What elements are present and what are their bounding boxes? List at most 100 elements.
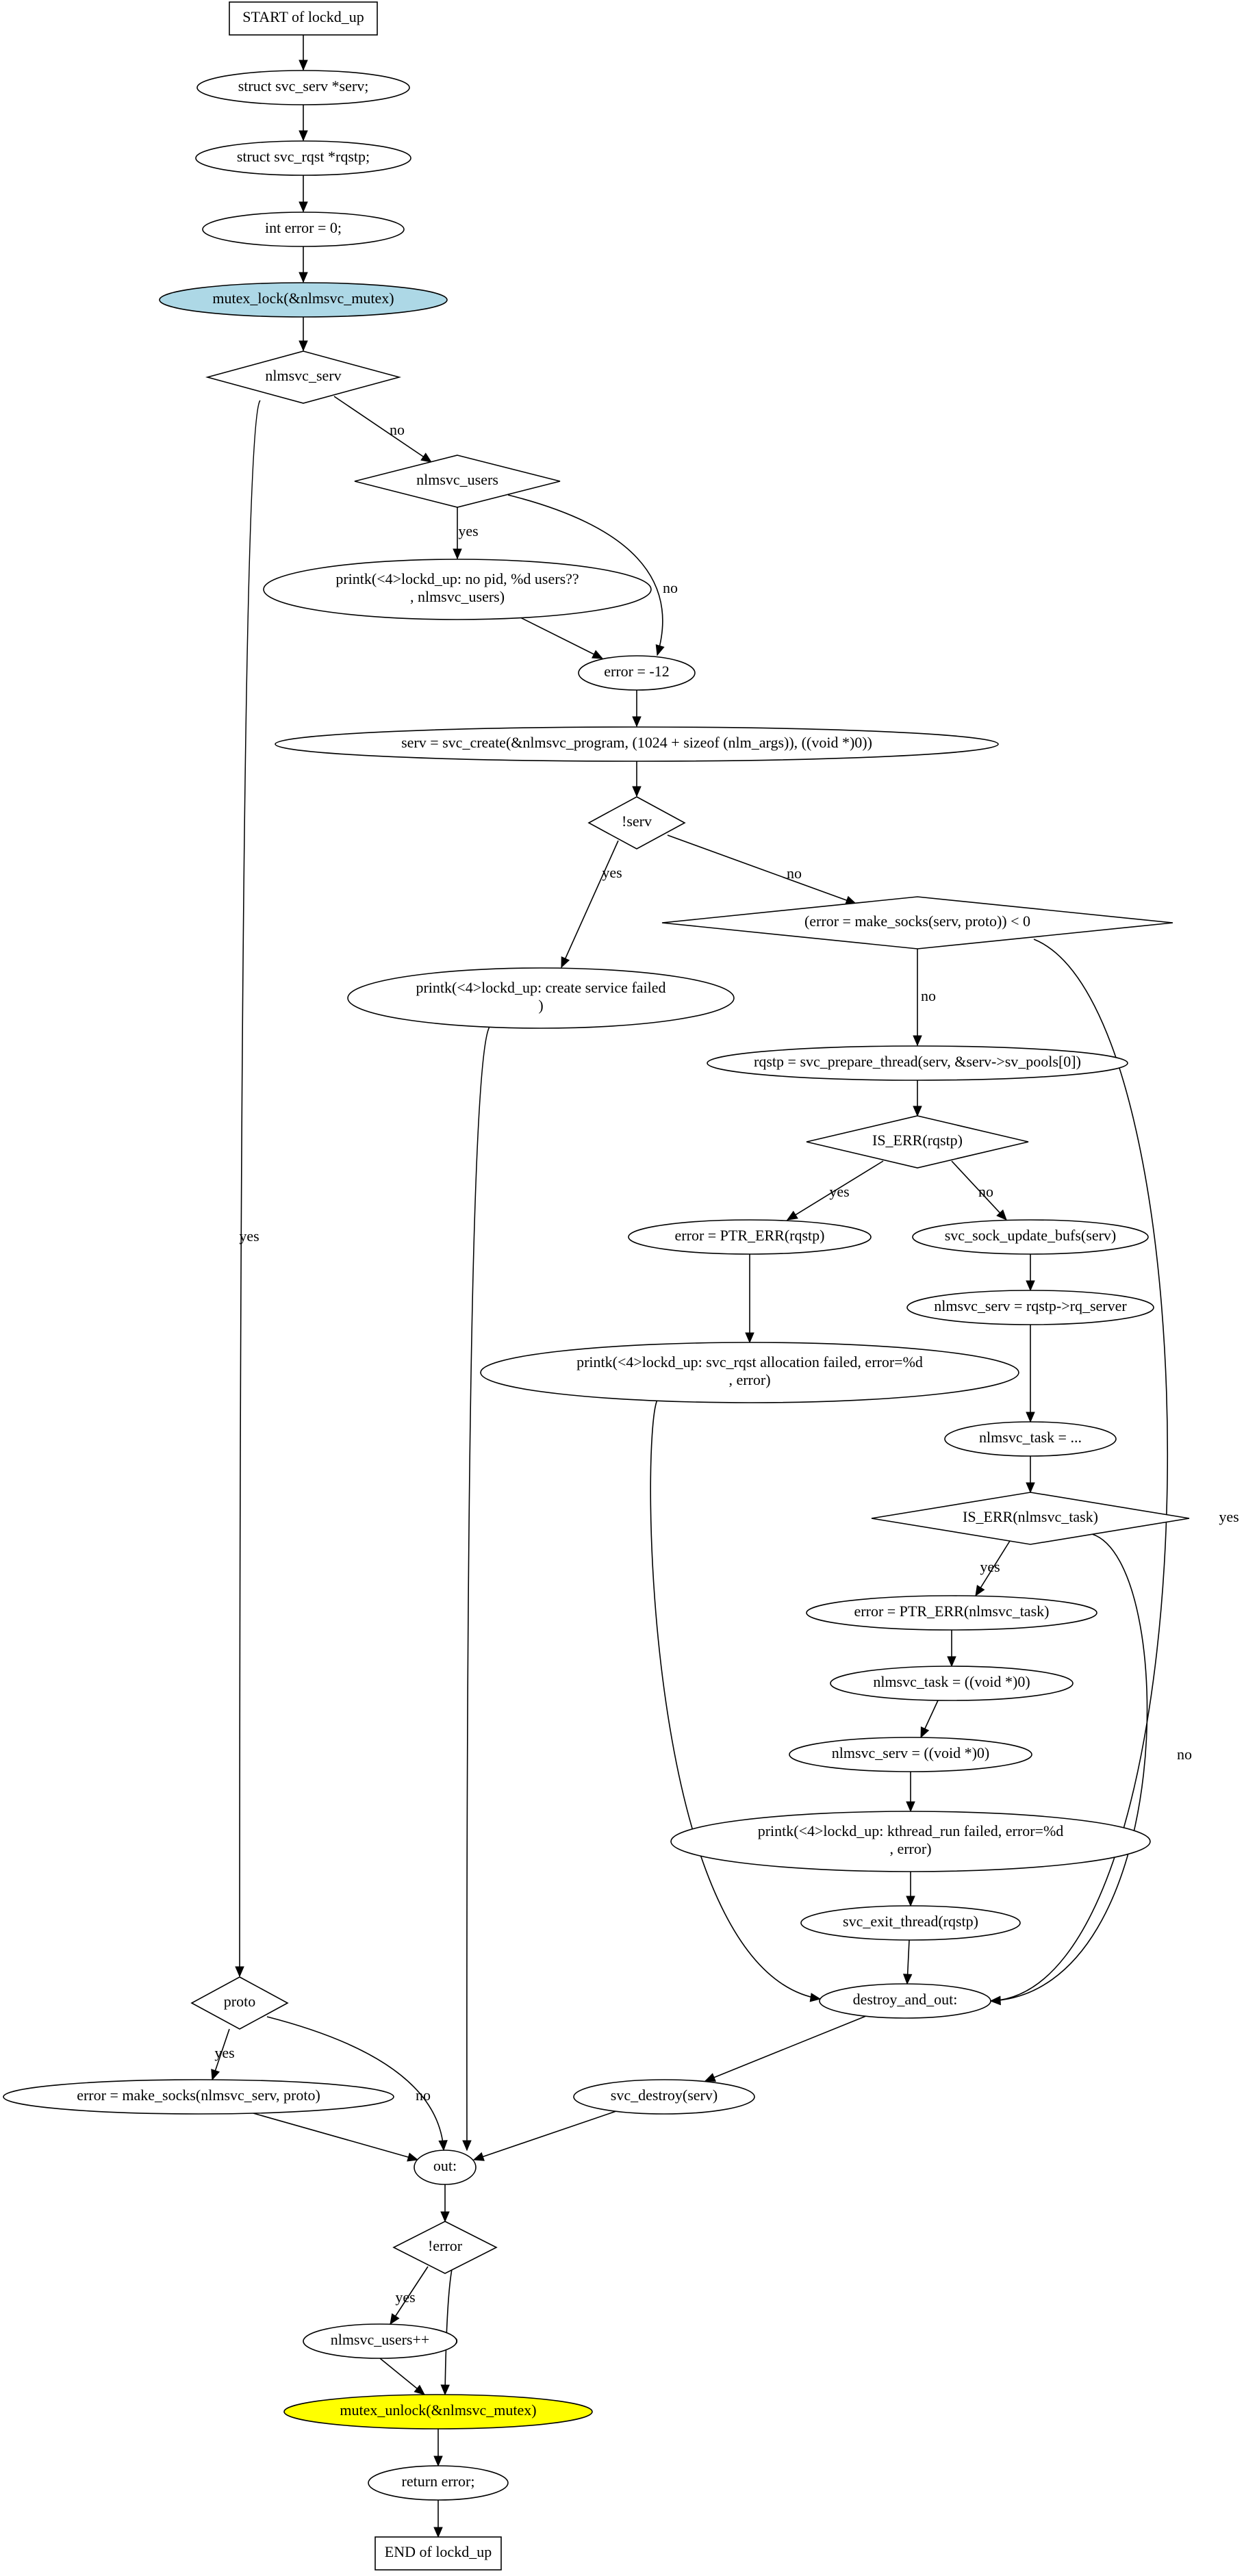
arrowhead — [920, 1726, 930, 1739]
node-task-null: nlmsvc_task = ((void *)0) — [830, 1666, 1074, 1701]
edge-label-no: no — [416, 2087, 431, 2104]
arrowhead — [433, 2527, 443, 2538]
edge-printk_kthread-to-svc_exit_thread — [906, 1872, 915, 1907]
arrowhead — [299, 130, 308, 142]
process-ellipse — [275, 726, 999, 762]
edge-nlmsvc_users_q-to-error_m12: no — [507, 494, 678, 656]
edge-label-no: no — [663, 579, 678, 596]
node-mutex-unlock: mutex_unlock(&nlmsvc_mutex) — [283, 2394, 593, 2430]
node-text: !error — [428, 2237, 463, 2254]
node-text: mutex_lock(&nlmsvc_mutex) — [212, 290, 394, 307]
edge-nlmsvc_users_q-to-printk_nopid: yes — [453, 507, 479, 560]
edge-printk_rqst_failed-to-destroy_and_out — [650, 1399, 822, 2002]
edge-users_inc-to-mutex_unlock — [379, 2358, 425, 2395]
node-nlmsvc-task-assign: nlmsvc_task = ... — [944, 1421, 1117, 1457]
process-ellipse — [159, 282, 448, 318]
edge-line — [650, 1399, 821, 2000]
arrowhead — [407, 2152, 419, 2162]
arrowhead — [299, 340, 308, 352]
edge-svc_destroy-to-out — [472, 2110, 617, 2161]
node-destroy-and-out: destroy_and_out: — [819, 1983, 991, 2019]
node-text: printk(<4>lockd_up: create service faile… — [416, 979, 665, 996]
edge-nlmsvc_serv_q-to-nlmsvc_users_q: no — [333, 396, 433, 463]
edge-line — [975, 1540, 1011, 1596]
node-make-socks-nlm: error = make_socks(nlmsvc_serv, proto) — [3, 2079, 394, 2115]
process-ellipse — [806, 1595, 1097, 1631]
edge-mutex_unlock-to-return_error — [433, 2429, 443, 2467]
edge-prepare_thread-to-is_err_rqstp_q — [913, 1080, 922, 1117]
edge-line — [333, 396, 432, 463]
edge-proto_q-to-make_socks_nlm: yes — [211, 2028, 235, 2081]
node-sock-update-bufs: svc_sock_update_bufs(serv) — [912, 1219, 1149, 1255]
edge-label-yes: yes — [458, 522, 478, 539]
process-ellipse — [573, 2079, 755, 2115]
process-ellipse — [830, 1666, 1074, 1701]
node-text: nlmsvc_users++ — [331, 2331, 430, 2348]
edge-is_err_rqstp_q-to-ptr_err_rqstp: yes — [786, 1160, 884, 1221]
edge-printk_create_failed-to-out — [462, 1026, 490, 2152]
edge-label-yes: yes — [1219, 1508, 1239, 1525]
node-text: nlmsvc_serv = rqstp->rq_server — [934, 1297, 1127, 1314]
decision-diamond — [354, 455, 561, 508]
node-text: , error) — [889, 1840, 931, 1857]
box-shape — [229, 1, 378, 36]
process-ellipse — [800, 1905, 1021, 1941]
node-text: error = PTR_ERR(nlmsvc_task) — [854, 1603, 1050, 1620]
node-svc-create: serv = svc_create(&nlmsvc_program, (1024… — [275, 726, 999, 762]
node-text: , nlmsvc_users) — [410, 588, 505, 605]
arrowhead — [414, 2384, 425, 2395]
process-ellipse — [347, 967, 735, 1029]
node-out: out: — [414, 2150, 477, 2185]
edge-line — [990, 1533, 1148, 2002]
edge-line — [667, 834, 856, 904]
edge-line — [951, 1160, 1007, 1221]
process-ellipse — [202, 212, 405, 247]
decision-diamond — [871, 1492, 1190, 1545]
process-ellipse — [578, 655, 696, 691]
edge-label-no: no — [787, 865, 802, 882]
process-ellipse — [303, 2323, 457, 2359]
edge-line — [390, 2266, 429, 2325]
decision-diamond — [661, 896, 1173, 949]
arrowhead — [902, 1974, 913, 1985]
edge-label-yes: yes — [829, 1183, 849, 1200]
edge-nlmsvc_serv_q-to-proto_q: yes — [235, 400, 261, 1978]
process-ellipse — [670, 1811, 1151, 1872]
arrowhead — [561, 956, 570, 969]
edge-is_err_task_q-to-ptr_err_task: yes — [975, 1540, 1011, 1597]
node-text: nlmsvc_serv — [265, 367, 341, 384]
edge-destroy_and_out-to-svc_destroy — [704, 2015, 867, 2082]
node-nlmsvc-serv-assign: nlmsvc_serv = rqstp->rq_server — [906, 1290, 1154, 1325]
node-prepare-thread: rqstp = svc_prepare_thread(serv, &serv->… — [707, 1045, 1128, 1081]
arrowhead — [913, 1106, 922, 1117]
edge-not_serv_q-to-printk_create_failed: yes — [561, 840, 622, 969]
node-text: error = -12 — [604, 663, 669, 680]
edge-sock_update_bufs-to-nlmsvc_serv_assign — [1026, 1254, 1035, 1292]
node-text: error = PTR_ERR(rqstp) — [675, 1227, 825, 1244]
edge-line — [787, 1160, 884, 1221]
edge-is_err_rqstp_q-to-sock_update_bufs: no — [951, 1160, 1007, 1221]
edge-line — [520, 617, 603, 659]
arrowhead — [632, 716, 642, 728]
arrowhead — [632, 786, 642, 798]
edge-line — [253, 2113, 418, 2160]
node-end: END of lockd_up — [375, 2536, 502, 2571]
process-ellipse — [3, 2079, 394, 2115]
node-text: int error = 0; — [265, 219, 342, 236]
process-ellipse — [819, 1983, 991, 2019]
box-shape — [375, 2536, 502, 2571]
node-error-decl: int error = 0; — [202, 212, 405, 247]
process-ellipse — [480, 1342, 1019, 1403]
edge-mutex_lock-to-nlmsvc_serv_q — [299, 317, 308, 352]
node-text: svc_sock_update_bufs(serv) — [945, 1227, 1117, 1244]
edge-out-to-not_error_q — [440, 2184, 450, 2223]
arrowhead — [989, 1995, 1001, 2006]
decision-diamond — [205, 350, 402, 404]
node-printk-rqst-failed: printk(<4>lockd_up: svc_rqst allocation … — [480, 1342, 1019, 1403]
edge-error_m12-to-svc_create — [632, 690, 642, 728]
arrowhead — [453, 548, 462, 560]
arrowhead — [809, 1993, 822, 2002]
edge-make_socks_nlm-to-out — [253, 2113, 419, 2162]
node-text: IS_ERR(rqstp) — [872, 1132, 963, 1149]
edge-proto_q-to-out: no — [266, 2016, 448, 2152]
